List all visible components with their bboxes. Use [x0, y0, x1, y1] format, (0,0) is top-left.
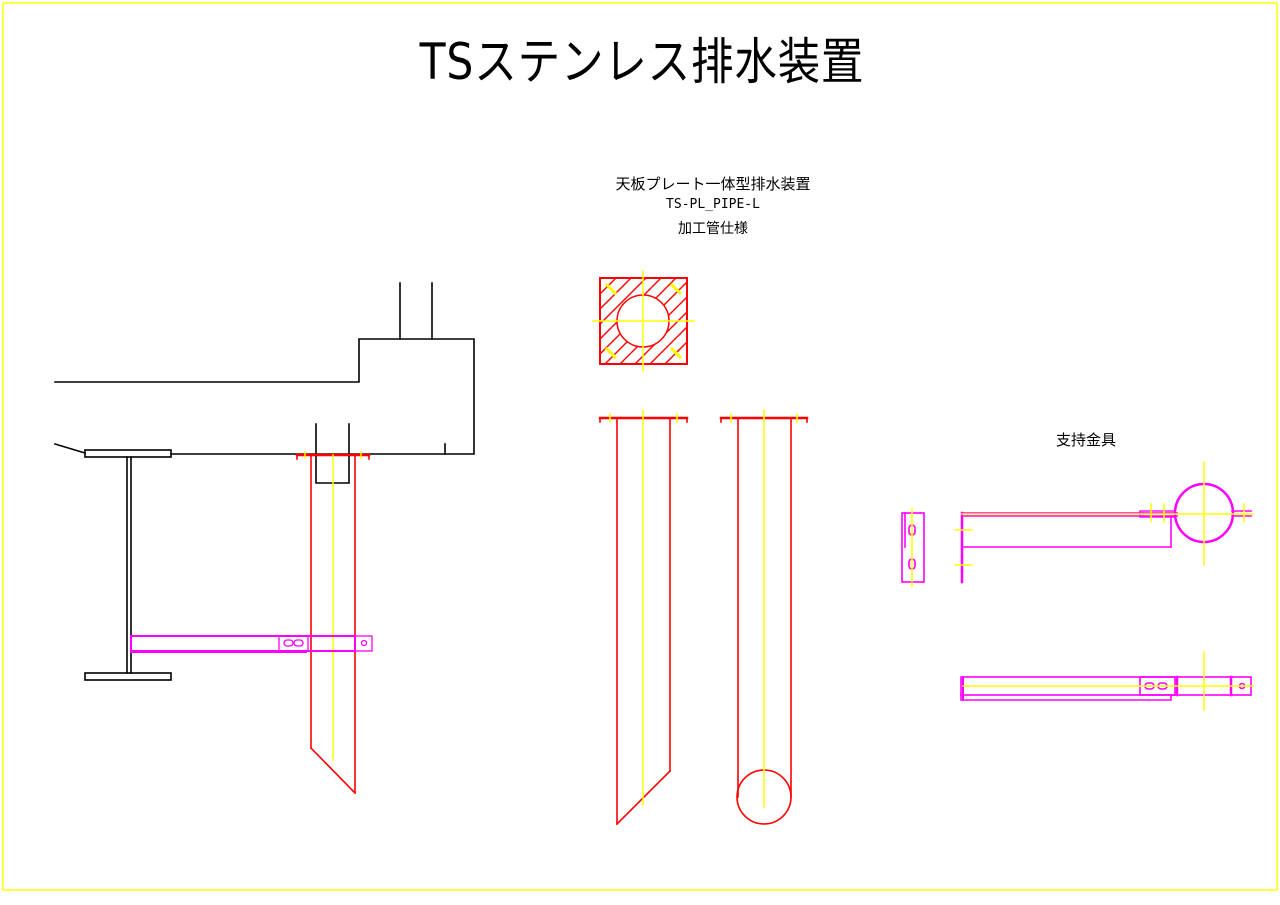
plate-centerlines: [592, 270, 695, 372]
bracket-centerlines: [911, 461, 1254, 711]
center-section-model: TS-PL_PIPE-L: [666, 197, 760, 212]
center-section-name: 天板プレート一体型排水装置: [615, 175, 811, 193]
bracket-side-view: [901, 512, 925, 583]
bracket-front-view: [960, 482, 1252, 584]
slab-section: [54, 282, 475, 484]
bracket-bottom-view: [960, 675, 1252, 701]
sheet-border: [2, 2, 1278, 891]
center-section-spec: 加工管仕様: [678, 221, 748, 237]
drawing-title: TSステンレス排水装置: [419, 33, 865, 91]
i-beam: [84, 449, 172, 681]
drain-pipe-installed: [295, 453, 371, 795]
centerline: [304, 451, 362, 761]
right-section-name: 支持金具: [1055, 431, 1117, 449]
support-bracket-installed: [130, 635, 373, 653]
pipe-centerlines: [609, 409, 798, 808]
